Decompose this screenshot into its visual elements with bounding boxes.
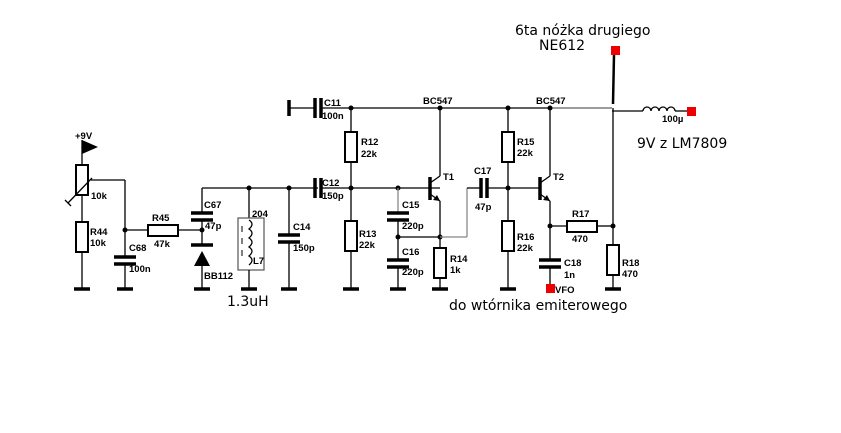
c17-value: 47p bbox=[475, 202, 492, 213]
inductor-note: 1.3uH bbox=[227, 294, 269, 310]
resistor-r44 bbox=[75, 221, 89, 253]
transistor-t1-icon bbox=[428, 108, 441, 248]
r15-name: R15 bbox=[517, 137, 535, 148]
l7-name: L7 bbox=[253, 256, 264, 267]
resistor-r15 bbox=[501, 131, 515, 163]
resistor-r45 bbox=[147, 224, 179, 237]
t1-type: BC547 bbox=[423, 96, 453, 107]
t2-type: BC547 bbox=[536, 96, 566, 107]
ne612-pin-terminal bbox=[611, 46, 620, 55]
c18-name: C18 bbox=[564, 258, 581, 269]
c12-name: C12 bbox=[322, 178, 339, 189]
c12-value: 150p bbox=[322, 191, 344, 202]
varicap-diode-icon bbox=[194, 251, 210, 266]
resistor-r16 bbox=[501, 220, 515, 252]
r12-name: R12 bbox=[361, 137, 378, 148]
transistor-t2-icon bbox=[538, 108, 551, 259]
r14-value: 1k bbox=[450, 265, 461, 276]
l7-code: 204 bbox=[252, 209, 269, 220]
ne612-note-line1: 6ta nóżka drugiego bbox=[515, 23, 650, 39]
vfo-output-terminal bbox=[546, 284, 555, 293]
r13-value: 22k bbox=[359, 240, 376, 251]
r12-value: 22k bbox=[361, 149, 378, 160]
t2-name: T2 bbox=[553, 172, 564, 183]
supply-terminal bbox=[687, 107, 696, 116]
c14-value: 150p bbox=[293, 243, 315, 254]
resistor-r18 bbox=[606, 244, 620, 276]
c16-value: 220p bbox=[402, 267, 424, 278]
vfo-label: VFO bbox=[555, 285, 575, 296]
r17-value: 470 bbox=[572, 234, 588, 245]
c11-value: 100n bbox=[322, 111, 344, 122]
r44-value: 10k bbox=[90, 238, 107, 249]
r16-value: 22k bbox=[517, 243, 534, 254]
r18-name: R18 bbox=[622, 258, 639, 269]
c15-name: C15 bbox=[402, 200, 420, 211]
c11-name: C11 bbox=[324, 98, 342, 109]
c16-name: C16 bbox=[402, 247, 419, 258]
r45-name: R45 bbox=[152, 213, 170, 224]
resistor-r14 bbox=[433, 247, 447, 279]
r14-name: R14 bbox=[450, 254, 468, 265]
diode-name: BB112 bbox=[204, 271, 233, 282]
ne612-note-line2: NE612 bbox=[539, 38, 585, 54]
output-note: do wtórnika emiterowego bbox=[449, 298, 627, 314]
c14-name: C14 bbox=[293, 222, 311, 233]
c17-name: C17 bbox=[474, 166, 491, 177]
c68-name: C68 bbox=[129, 243, 146, 254]
c15-value: 220p bbox=[402, 221, 424, 232]
resistor-r13 bbox=[344, 220, 358, 252]
pot-value: 10k bbox=[91, 191, 108, 202]
choke-value: 100µ bbox=[662, 114, 683, 125]
c67-name: C67 bbox=[204, 200, 221, 211]
t1-name: T1 bbox=[443, 172, 455, 183]
supply-label: +9V bbox=[75, 131, 93, 142]
supply-arrow-icon bbox=[81, 140, 98, 154]
r18-value: 470 bbox=[622, 269, 638, 280]
c18-value: 1n bbox=[564, 270, 575, 281]
r17-name: R17 bbox=[572, 209, 589, 220]
supply-note: 9V z LM7809 bbox=[637, 136, 727, 152]
r13-name: R13 bbox=[359, 229, 376, 240]
c68-value: 100n bbox=[129, 264, 151, 275]
r16-name: R16 bbox=[517, 232, 534, 243]
c67-value: 47p bbox=[205, 221, 222, 232]
pot-wiper-arrow bbox=[67, 177, 93, 204]
resistor-r12 bbox=[344, 131, 358, 163]
r15-value: 22k bbox=[517, 148, 534, 159]
r45-value: 47k bbox=[154, 239, 171, 250]
choke-inductor-icon bbox=[642, 106, 676, 112]
r44-name: R44 bbox=[90, 227, 108, 238]
resistor-r17 bbox=[566, 220, 598, 233]
potentiometer bbox=[75, 164, 89, 196]
